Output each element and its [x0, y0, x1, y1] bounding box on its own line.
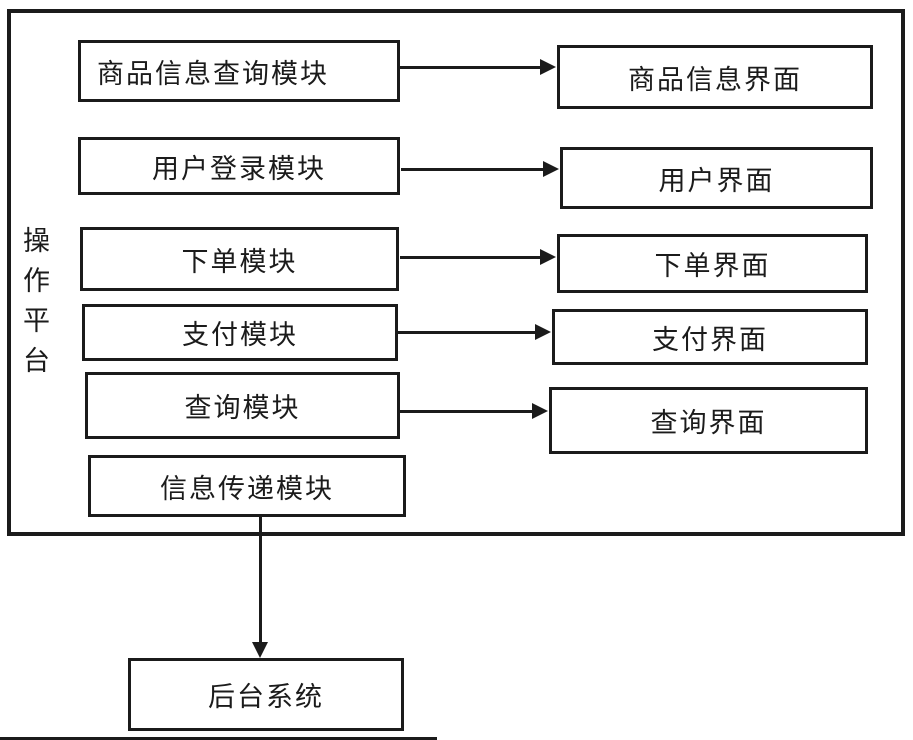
interface-label: 商品信息界面: [628, 64, 802, 95]
arrow-login-to-interface: [401, 161, 559, 177]
module-box-payment: 支付模块: [82, 304, 398, 361]
module-box-user-login: 用户登录模块: [78, 137, 400, 195]
arrow-order-to-interface: [400, 249, 556, 265]
arrow-payment-to-interface: [398, 324, 551, 340]
module-box-order: 下单模块: [80, 227, 399, 291]
interface-label: 下单界面: [654, 251, 771, 281]
module-label: 支付模块: [182, 320, 298, 350]
module-label: 用户登录模块: [152, 153, 326, 184]
interface-box-query: 查询界面: [549, 387, 868, 454]
arrowhead-right-icon: [532, 403, 548, 419]
arrowhead-right-icon: [540, 59, 556, 75]
operating-platform-label: 操作平台: [19, 226, 49, 386]
module-label: 信息传递模块: [160, 473, 334, 504]
interface-box-payment: 支付界面: [552, 309, 868, 365]
operating-platform-container: [7, 9, 905, 536]
module-label: 查询模块: [184, 393, 301, 423]
arrowhead-down-icon: [252, 642, 268, 658]
interface-label: 支付界面: [652, 324, 768, 355]
module-box-info-transfer: 信息传递模块: [88, 455, 406, 517]
backend-system-box: 后台系统: [128, 658, 404, 731]
module-label: 下单模块: [181, 246, 298, 277]
arrowhead-right-icon: [540, 249, 556, 265]
interface-label: 用户界面: [658, 165, 775, 196]
module-box-query: 查询模块: [85, 372, 400, 439]
arrowhead-right-icon: [543, 161, 559, 177]
bottom-scan-line: [0, 737, 437, 740]
interface-box-product-info: 商品信息界面: [557, 45, 873, 109]
arrow-query-to-interface: [400, 403, 548, 419]
arrow-info-transfer-to-backend: [252, 515, 268, 658]
module-label: 商品信息查询模块: [97, 58, 329, 89]
module-box-product-info-query: 商品信息查询模块: [78, 40, 400, 102]
interface-box-user: 用户界面: [560, 147, 873, 209]
arrow-product-query-to-interface: [400, 59, 556, 75]
interface-label: 查询界面: [650, 408, 767, 438]
interface-box-order: 下单界面: [557, 234, 868, 293]
arrowhead-right-icon: [535, 324, 551, 340]
backend-label: 后台系统: [208, 682, 324, 712]
